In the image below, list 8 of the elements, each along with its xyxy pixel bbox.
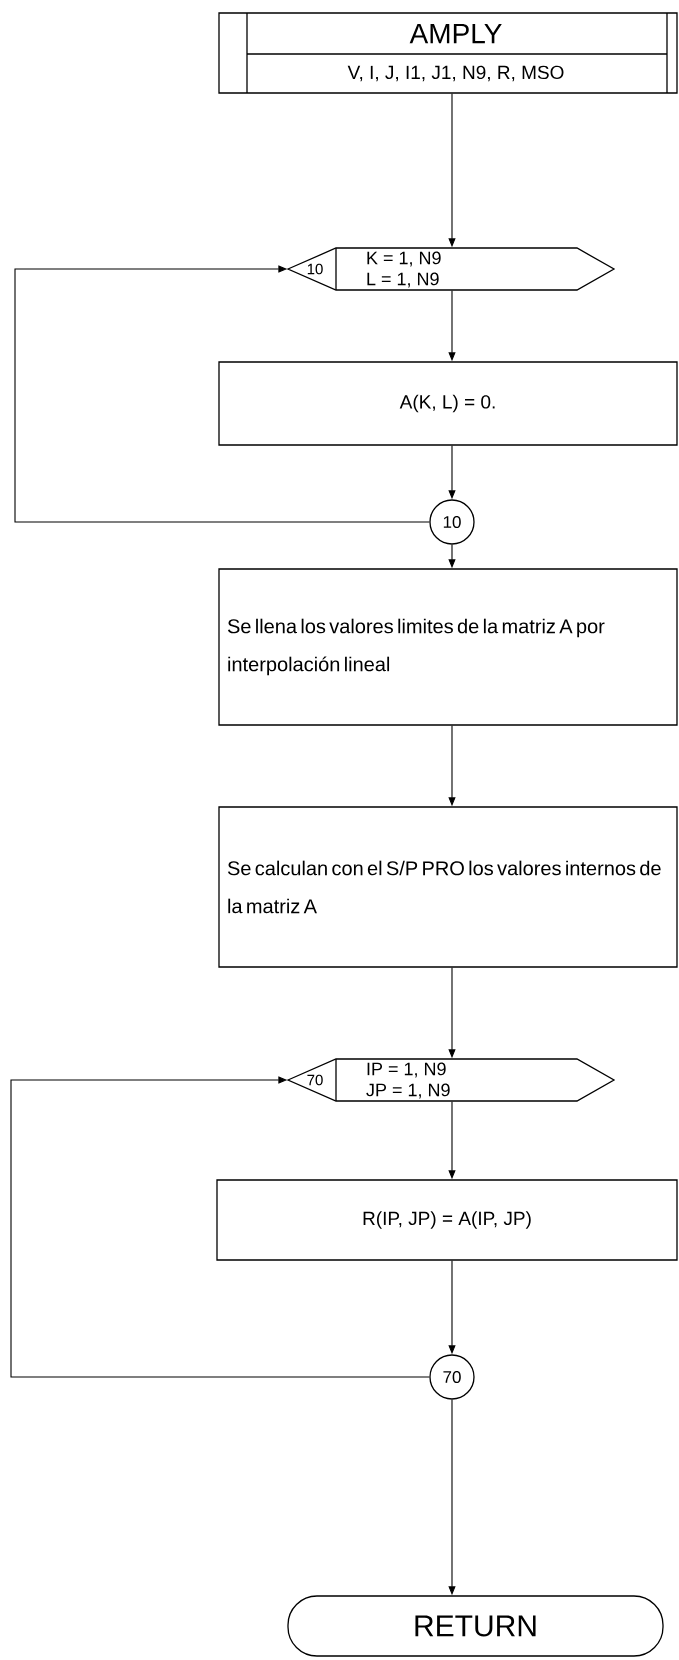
process-box: R(IP, JP) = A(IP, JP) xyxy=(216,1179,678,1261)
arrow xyxy=(10,1076,430,1378)
arrow xyxy=(14,265,430,523)
process-box: Se llena los valores limites de la matriz A por interpolación lineal xyxy=(218,568,678,726)
process-box: A(K, L) = 0. xyxy=(218,361,678,446)
terminal-box: RETURN xyxy=(287,1595,664,1657)
process-box: Se calculan con el S/P PRO los valores internos de la matriz A xyxy=(218,806,678,968)
subroutine-header-box: AMPLY V, I, J, I1, J1, N9, R, MSO xyxy=(218,12,678,94)
